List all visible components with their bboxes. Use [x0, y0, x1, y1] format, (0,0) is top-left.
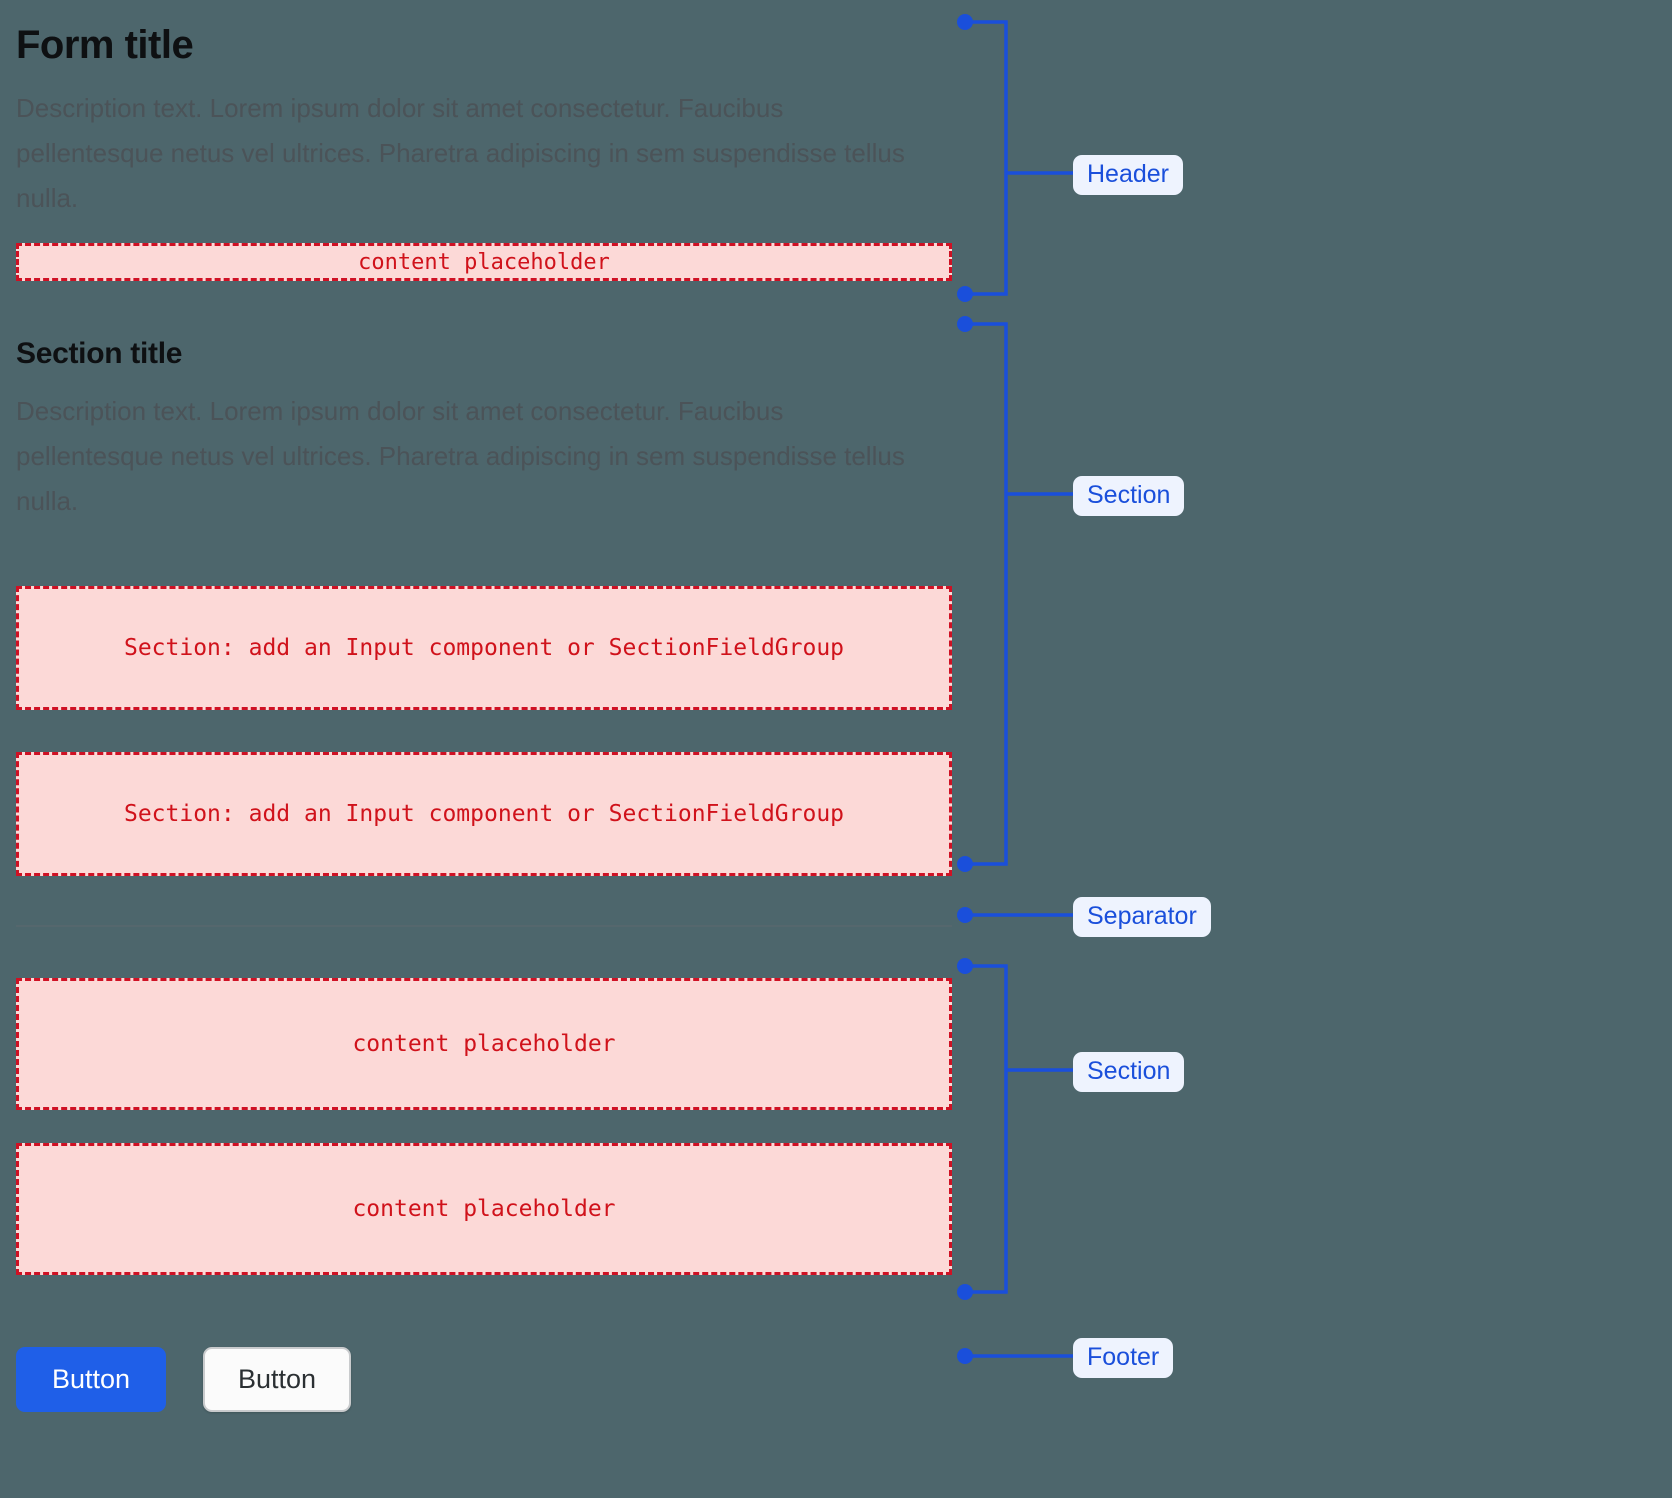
- section-two-bracket-path: [965, 964, 1008, 1294]
- form-header-description: Description text. Lorem ipsum dolor sit …: [16, 93, 905, 213]
- anchor-dot-section-one-bottom: [957, 856, 973, 872]
- anchor-dot-header-bottom: [957, 286, 973, 302]
- annotation-badge-separator[interactable]: Separator: [1073, 897, 1211, 938]
- form-header: Form title Description text. Lorem ipsum…: [16, 22, 952, 281]
- section-description: Description text. Lorem ipsum dolor sit …: [16, 396, 905, 516]
- form-separator: [16, 925, 952, 927]
- anchor-dot-header-top: [957, 14, 973, 30]
- header-content-placeholder[interactable]: content placeholder: [16, 243, 952, 281]
- section-field-placeholder-1[interactable]: Section: add an Input component or Secti…: [16, 586, 952, 710]
- section-two-content-placeholder-1[interactable]: content placeholder: [16, 978, 952, 1110]
- anchor-dot-separator: [957, 907, 973, 923]
- form-section-one: Section title Description text. Lorem ip…: [16, 337, 952, 876]
- anchor-dot-section-two-bottom: [957, 1284, 973, 1300]
- section-two-content-placeholder-2[interactable]: content placeholder: [16, 1143, 952, 1275]
- section-field-placeholder-2[interactable]: Section: add an Input component or Secti…: [16, 752, 952, 876]
- anchor-dot-section-two-top: [957, 958, 973, 974]
- header-bracket-path: [965, 20, 1008, 296]
- section-one-bracket-path: [965, 322, 1008, 866]
- section-title: Section title: [16, 337, 183, 370]
- form-column: Form title Description text. Lorem ipsum…: [16, 0, 952, 1412]
- anchor-dot-footer: [957, 1348, 973, 1364]
- primary-button[interactable]: Button: [16, 1347, 166, 1412]
- annotation-badge-section-two[interactable]: Section: [1073, 1052, 1185, 1093]
- secondary-button[interactable]: Button: [203, 1347, 351, 1412]
- form-section-two: content placeholder content placeholder: [16, 978, 952, 1275]
- form-footer: Button Button: [16, 1347, 952, 1412]
- form-title: Form title: [16, 23, 194, 67]
- annotation-badge-footer[interactable]: Footer: [1073, 1338, 1174, 1379]
- annotation-anchor-dots: [957, 14, 973, 1364]
- annotation-badge-header[interactable]: Header: [1073, 155, 1183, 196]
- annotation-badge-section-one[interactable]: Section: [1073, 476, 1185, 517]
- anchor-dot-section-one-top: [957, 316, 973, 332]
